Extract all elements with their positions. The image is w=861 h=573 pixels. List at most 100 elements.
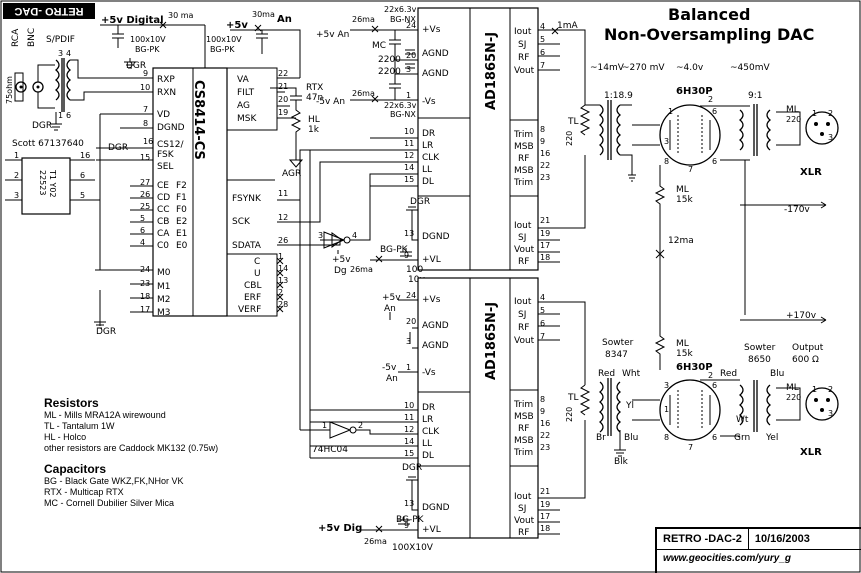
svg-text:C: C [254,257,260,267]
svg-text:24: 24 [406,291,416,300]
svg-text:3: 3 [828,133,833,142]
svg-text:3: 3 [58,49,63,58]
svg-text:CD: CD [157,193,170,203]
svg-text:8: 8 [143,119,148,128]
v14-label: ~14mV [590,63,625,73]
svg-text:8: 8 [664,433,669,442]
svg-text:+VL: +VL [422,255,441,265]
svg-text:Vout: Vout [514,66,535,76]
svg-text:2: 2 [278,288,283,297]
svg-text:Trim: Trim [513,178,533,188]
svg-text:6: 6 [712,107,717,116]
svg-text:CC: CC [157,205,170,215]
footer-url: www.geocities.com/yury_g [663,553,792,564]
svg-text:16: 16 [540,149,550,158]
svg-text:20: 20 [406,317,416,326]
svg-text:3: 3 [318,231,323,240]
yel-label: Yel [765,433,778,443]
an-bottom: An [384,304,396,314]
spdif-label: S/PDIF [46,35,75,45]
red-1: Red [598,369,615,379]
bgpk-c: BG-PK [380,245,409,255]
svg-text:3: 3 [406,337,411,346]
svg-text:VD: VD [157,110,170,120]
grn-label: Grn [734,433,750,443]
svg-text:5: 5 [540,306,545,315]
legend-resistor-line: TL - Tantalum 1W [44,421,115,431]
title-block: RETRO -DAC-2 10/16/2003 www.geocities.co… [655,527,861,573]
hl-label: HL [308,115,320,125]
svg-text:1: 1 [812,109,817,118]
svg-text:24: 24 [406,21,416,30]
svg-text:8: 8 [540,395,545,404]
svg-text:15: 15 [404,175,414,184]
svg-text:6: 6 [80,171,85,180]
svg-text:F1: F1 [176,193,187,203]
svg-text:1: 1 [664,405,669,414]
svg-text:3: 3 [828,409,833,418]
v270-label: ~270 mV [622,63,665,73]
v5-an-bottom: +5v [382,293,401,303]
svg-text:DGND: DGND [157,123,185,133]
wt-label: Wt [736,415,749,425]
svg-text:2: 2 [708,371,713,380]
cap-22x63-a: 22x6.3v [384,5,417,14]
output-label: Output [792,343,824,353]
svg-text:-Vs: -Vs [422,97,436,107]
agr-label: AGR [282,169,301,179]
blu-2: Blu [624,433,638,443]
scott-label: Scott 67137640 [12,139,84,149]
cap100x10-label: 100X10V [392,543,434,553]
svg-text:13: 13 [404,229,414,238]
bgpk-a: BG-PK [135,45,160,54]
svg-text:26: 26 [140,190,150,199]
svg-text:2: 2 [14,171,19,180]
hc04-label: 74HC04 [312,445,348,455]
vs-neg-label: -5v An [316,97,345,107]
svg-text:26: 26 [278,236,288,245]
legend-resistor-line: ML - Mills MRA12A wirewound [44,410,166,420]
svg-text:LR: LR [422,141,433,151]
cap-100x10v-a: 100x10V [130,35,166,44]
svg-text:12: 12 [404,151,414,160]
svg-text:17: 17 [540,512,550,521]
ma1-top: 1mA [557,21,578,31]
svg-text:23: 23 [540,443,550,452]
v5-dig-label: +5v Dig [318,523,362,534]
svg-text:10: 10 [404,401,414,410]
component-legend: Resistors ML - Mills MRA12A wirewound TL… [44,396,218,509]
svg-text:14: 14 [404,163,414,172]
v5-dg-label: +5v [332,255,351,265]
svg-text:SDATA: SDATA [232,241,262,251]
svg-text:6: 6 [540,319,545,328]
svg-text:RXN: RXN [157,88,176,98]
rtx-label: RTX [306,83,323,93]
dgr-label-3: DGR [108,143,128,153]
svg-text:25: 25 [140,202,150,211]
svg-text:6: 6 [712,157,717,166]
output-stage-top: ~14mV ~270 mV ~4.0v ~450mV 1:18.9 9:1 6H… [565,63,839,330]
svg-text:Vout: Vout [514,336,535,346]
blk-label: Blk [614,457,629,467]
rtx-value: 47n [306,93,323,103]
svg-text:14: 14 [278,264,288,273]
dgr-label-2: DGR [126,61,146,71]
svg-text:17: 17 [540,241,550,250]
svg-text:U: U [254,269,261,279]
svg-text:7: 7 [540,61,545,70]
svg-text:LR: LR [422,415,433,425]
svg-text:1: 1 [14,151,19,160]
cap-100x10v-b: 100x10V [206,35,242,44]
cap100-label: 100 [406,265,423,275]
svg-text:MSB: MSB [514,166,534,176]
xlr-bottom [805,387,839,421]
analog-supply-receiver: +5v An 30ma 100x10V BG-PK RTX 47n HL 1k … [206,10,323,179]
footer-date: 10/16/2003 [754,533,810,545]
svg-text:T1 Y02: T1 Y02 [48,169,57,198]
svg-text:M3: M3 [157,308,171,318]
mc-value-a: 2200 [378,55,401,65]
bgnx-b: BG-NX [390,110,416,119]
dac-top-label: AD1865N-J [484,32,499,110]
rca-jack [15,81,27,93]
